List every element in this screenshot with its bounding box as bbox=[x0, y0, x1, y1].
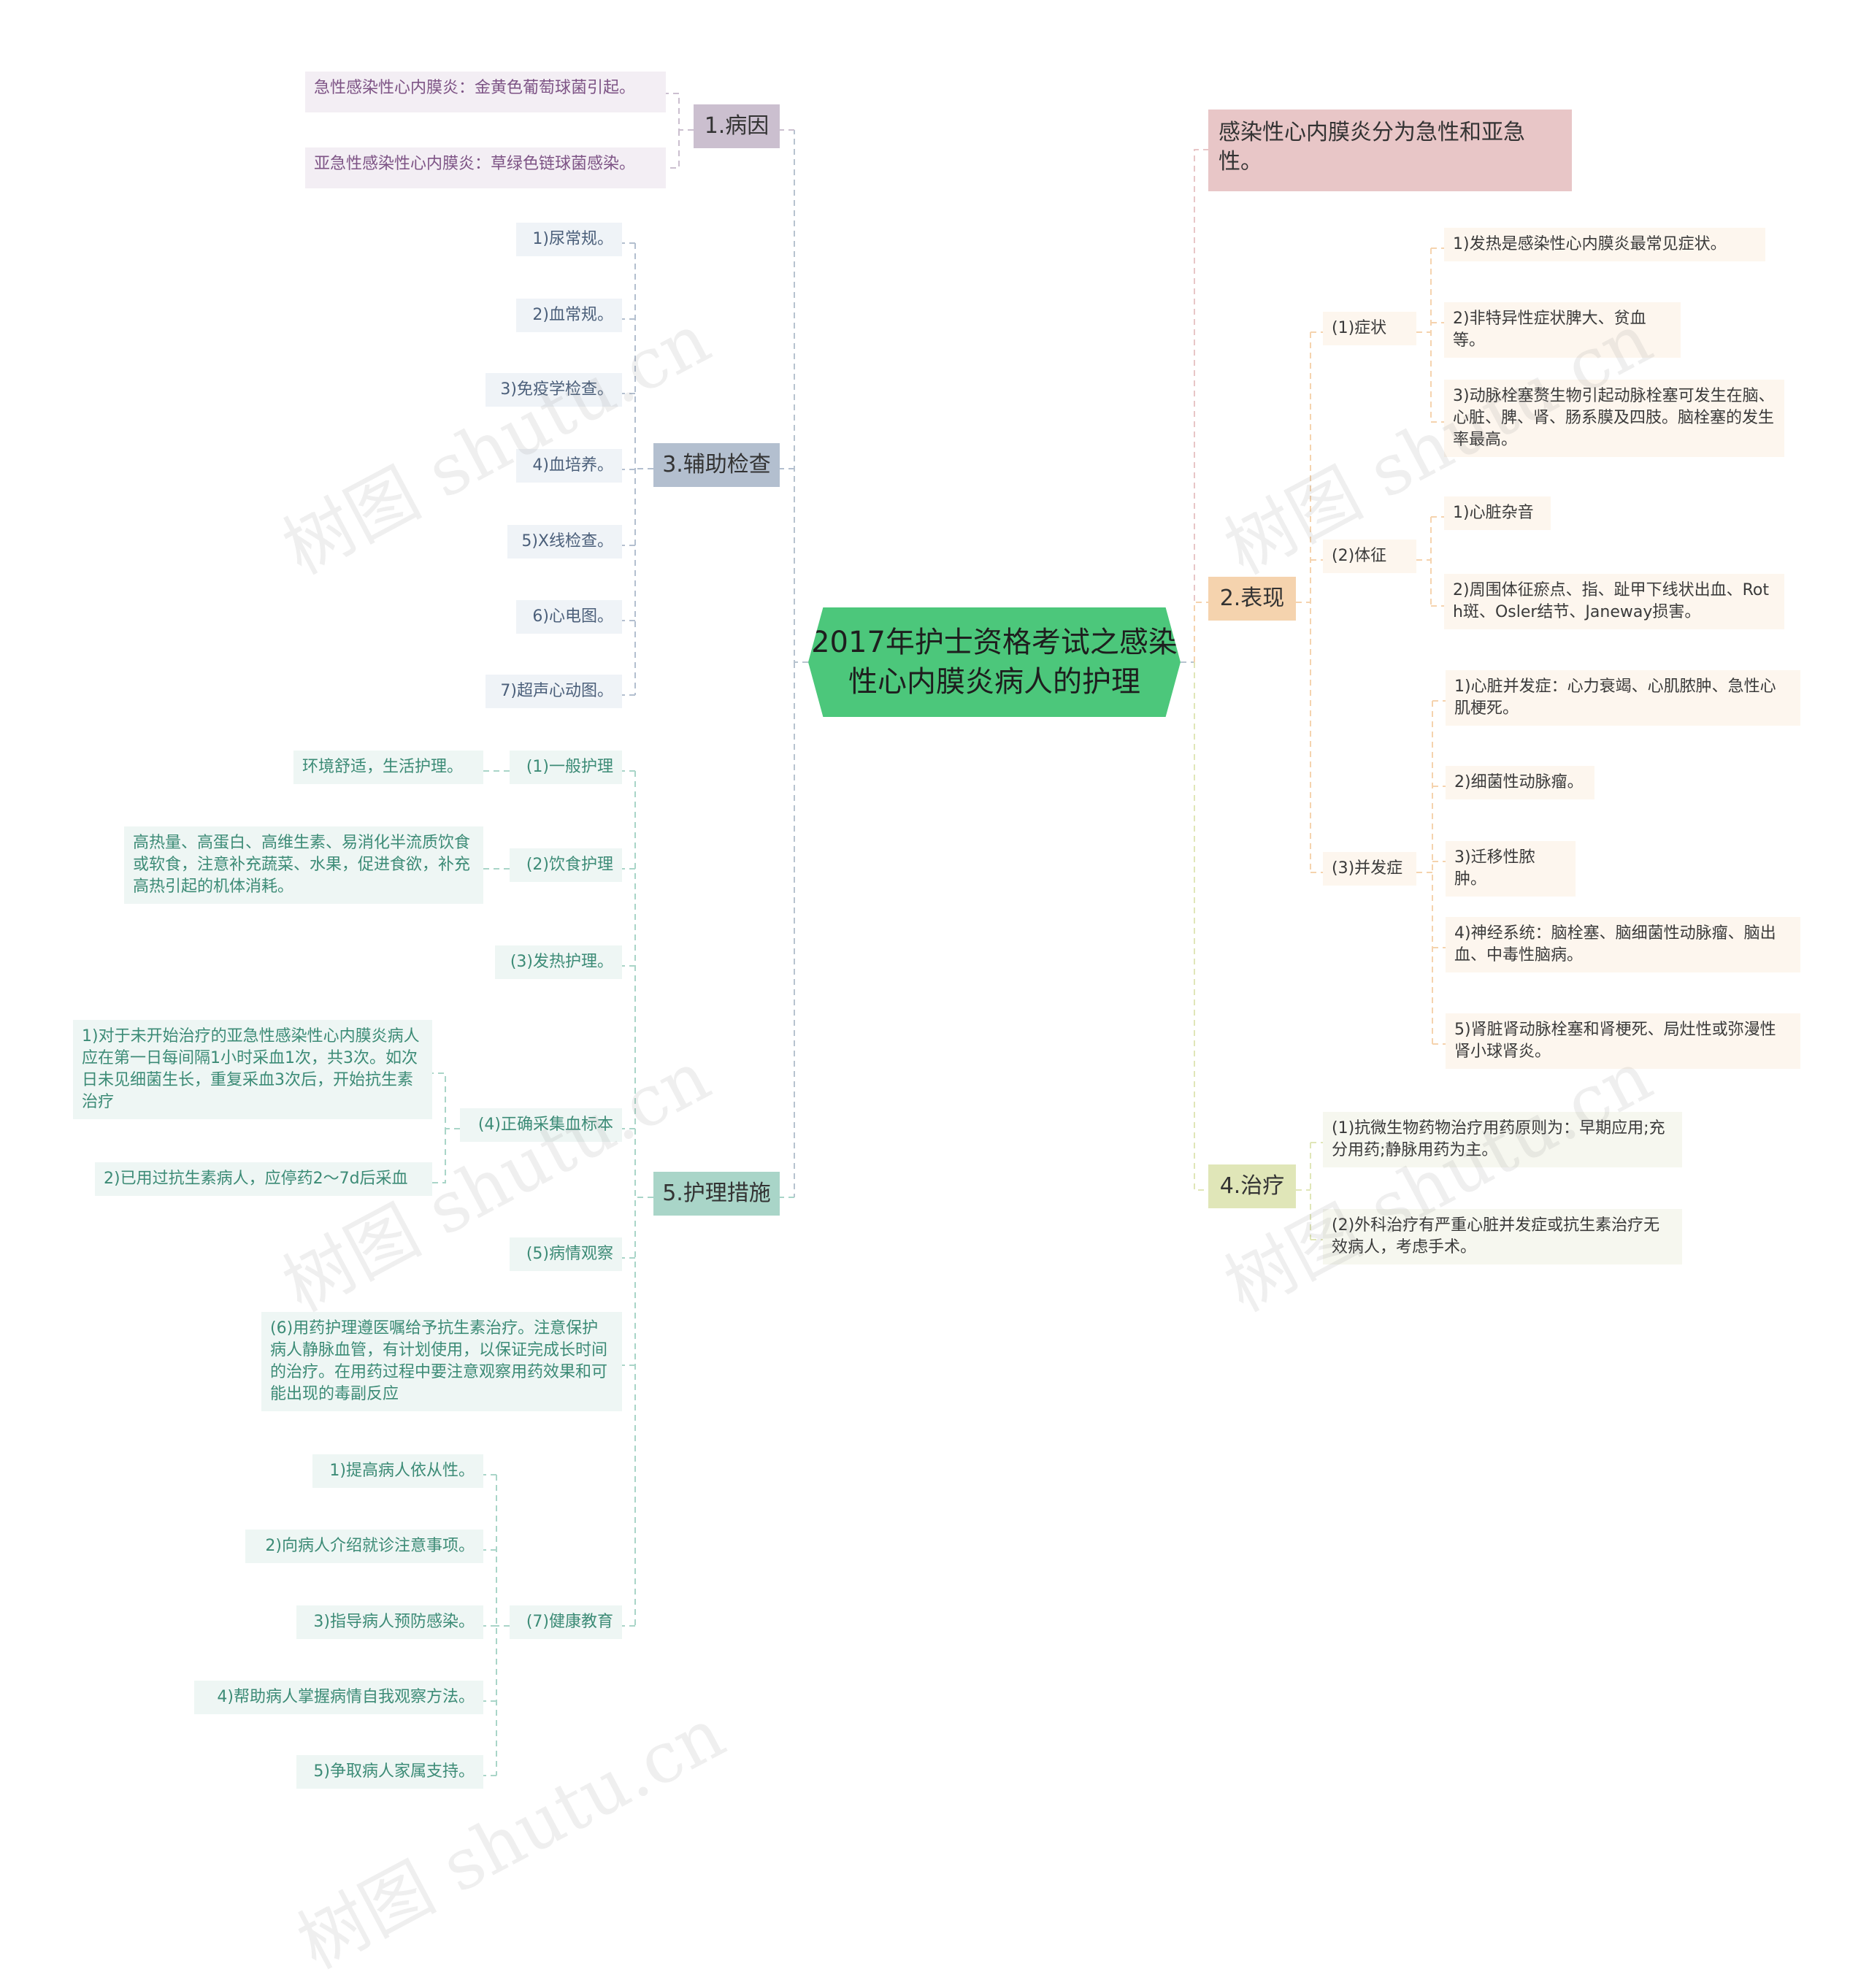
education-item[interactable]: 3)指导病人预防感染。 bbox=[296, 1605, 483, 1639]
nursing-general-detail[interactable]: 环境舒适，生活护理。 bbox=[293, 751, 483, 784]
nursing-fever[interactable]: (3)发热护理。 bbox=[495, 945, 622, 979]
cause-item[interactable]: 急性感染性心内膜炎：金黄色葡萄球菌引起。 bbox=[305, 72, 666, 112]
education-item[interactable]: 2)向病人介绍就诊注意事项。 bbox=[245, 1530, 483, 1563]
education-item[interactable]: 4)帮助病人掌握病情自我观察方法。 bbox=[194, 1681, 483, 1714]
education-item[interactable]: 1)提高病人依从性。 bbox=[312, 1454, 483, 1488]
branch-nursing[interactable]: 5.护理措施 bbox=[653, 1172, 780, 1216]
nursing-drug[interactable]: (6)用药护理遵医嘱给予抗生素治疗。注意保护病人静脉血管，有计划使用，以保证完成… bbox=[261, 1312, 622, 1411]
exam-item[interactable]: 7)超声心动图。 bbox=[486, 675, 622, 708]
sign-item[interactable]: 2)周围体征瘀点、指、趾甲下线状出血、Roth斑、Osler结节、Janeway… bbox=[1444, 574, 1784, 629]
complication-item[interactable]: 3)迁移性脓肿。 bbox=[1446, 841, 1576, 897]
exam-item[interactable]: 2)血常规。 bbox=[516, 299, 622, 332]
nursing-blood[interactable]: (4)正确采集血标本 bbox=[460, 1108, 622, 1142]
exam-item[interactable]: 4)血培养。 bbox=[516, 449, 622, 483]
exam-item[interactable]: 5)X线检查。 bbox=[507, 525, 622, 559]
classification-note[interactable]: 感染性心内膜炎分为急性和亚急性。 bbox=[1208, 110, 1572, 191]
signs[interactable]: (2)体征 bbox=[1323, 540, 1416, 573]
treatment-item[interactable]: (2)外科治疗有严重心脏并发症或抗生素治疗无效病人，考虑手术。 bbox=[1323, 1209, 1682, 1264]
branch-cause[interactable]: 1.病因 bbox=[694, 104, 780, 148]
symptoms[interactable]: (1)症状 bbox=[1323, 312, 1416, 345]
sign-item[interactable]: 1)心脏杂音 bbox=[1444, 496, 1551, 530]
nursing-diet-detail[interactable]: 高热量、高蛋白、高维生素、易消化半流质饮食或软食，注意补充蔬菜、水果，促进食欲，… bbox=[124, 826, 483, 904]
complication-item[interactable]: 4)神经系统：脑栓塞、脑细菌性动脉瘤、脑出血、中毒性脑病。 bbox=[1446, 917, 1800, 972]
symptom-item[interactable]: 1)发热是感染性心内膜炎最常见症状。 bbox=[1444, 228, 1765, 261]
cause-item[interactable]: 亚急性感染性心内膜炎：草绿色链球菌感染。 bbox=[305, 147, 666, 188]
blood-item[interactable]: 2)已用过抗生素病人，应停药2～7d后采血 bbox=[95, 1162, 432, 1196]
blood-item[interactable]: 1)对于未开始治疗的亚急性感染性心内膜炎病人应在第一日每间隔1小时采血1次，共3… bbox=[73, 1020, 432, 1119]
central-topic[interactable]: 2017年护士资格考试之感染性心内膜炎病人的护理 bbox=[808, 607, 1181, 717]
complication-item[interactable]: 2)细菌性动脉瘤。 bbox=[1446, 766, 1594, 799]
nursing-general[interactable]: (1)一般护理 bbox=[510, 751, 622, 784]
complications[interactable]: (3)并发症 bbox=[1323, 852, 1416, 886]
nursing-education[interactable]: (7)健康教育 bbox=[510, 1605, 622, 1639]
exam-item[interactable]: 1)尿常规。 bbox=[516, 223, 622, 256]
complication-item[interactable]: 5)肾脏肾动脉栓塞和肾梗死、局灶性或弥漫性肾小球肾炎。 bbox=[1446, 1013, 1800, 1069]
education-item[interactable]: 5)争取病人家属支持。 bbox=[296, 1755, 483, 1789]
exam-item[interactable]: 3)免疫学检查。 bbox=[486, 373, 622, 407]
branch-manifest[interactable]: 2.表现 bbox=[1208, 577, 1296, 621]
symptom-item[interactable]: 2)非特异性症状脾大、贫血等。 bbox=[1444, 302, 1681, 358]
exam-item[interactable]: 6)心电图。 bbox=[516, 600, 622, 634]
connector-lines bbox=[432, 93, 1446, 1776]
symptom-item[interactable]: 3)动脉栓塞赘生物引起动脉栓塞可发生在脑、心脏、脾、肾、肠系膜及四肢。脑栓塞的发… bbox=[1444, 380, 1784, 457]
complication-item[interactable]: 1)心脏并发症：心力衰竭、心肌脓肿、急性心肌梗死。 bbox=[1446, 670, 1800, 726]
branch-treatment[interactable]: 4.治疗 bbox=[1208, 1164, 1296, 1208]
nursing-observe[interactable]: (5)病情观察 bbox=[510, 1237, 622, 1271]
branch-exam[interactable]: 3.辅助检查 bbox=[653, 443, 780, 487]
nursing-diet[interactable]: (2)饮食护理 bbox=[510, 848, 622, 882]
treatment-item[interactable]: (1)抗微生物药物治疗用药原则为：早期应用;充分用药;静脉用药为主。 bbox=[1323, 1112, 1682, 1167]
